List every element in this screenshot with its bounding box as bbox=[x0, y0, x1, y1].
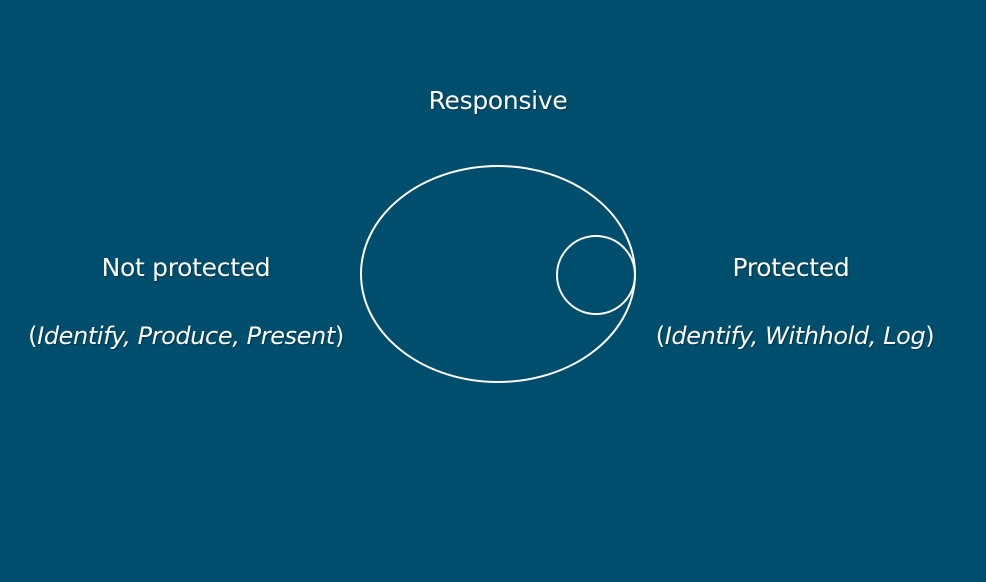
not-protected-action-list: Identify, Produce, Present bbox=[37, 322, 335, 350]
responsive-set-ellipse bbox=[360, 165, 636, 383]
not-protected-label: Not protected bbox=[101, 253, 271, 282]
responsive-label: Responsive bbox=[428, 86, 568, 115]
close-paren: ) bbox=[334, 322, 344, 350]
close-paren: ) bbox=[925, 322, 935, 350]
protected-subset-circle bbox=[556, 235, 636, 315]
open-paren: ( bbox=[28, 322, 38, 350]
protected-actions: (Identify, Withhold, Log) bbox=[656, 322, 935, 350]
protected-action-list: Identify, Withhold, Log bbox=[664, 322, 926, 350]
protected-label: Protected bbox=[732, 253, 850, 282]
not-protected-actions: (Identify, Produce, Present) bbox=[28, 322, 344, 350]
open-paren: ( bbox=[655, 322, 665, 350]
